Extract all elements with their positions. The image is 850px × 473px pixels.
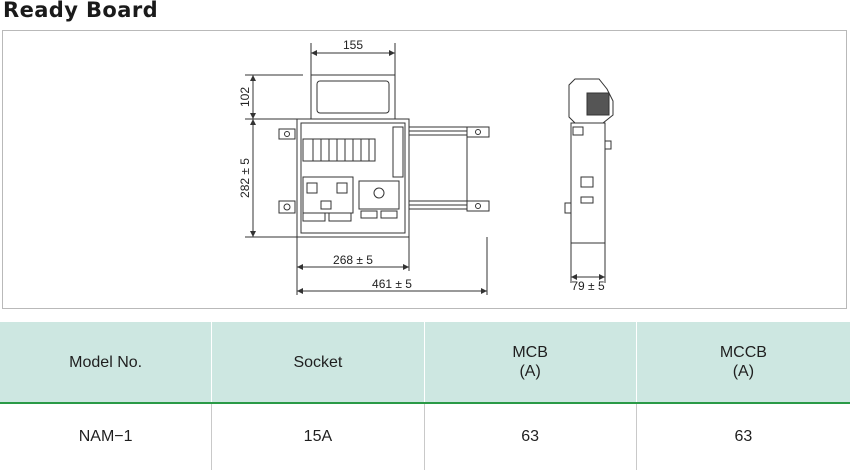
header-mccb-line1: MCCB [719,344,767,361]
header-mccb-line2: (A) [732,363,755,380]
cell-mccb: 63 [734,428,753,445]
header-mcb-line2: (A) [519,363,541,380]
page-title: Ready Board [3,0,159,22]
dim-arrows [250,50,605,294]
header-model: Model No. [0,322,213,403]
dim-label-upper-height: 102 [238,87,252,107]
socket-left [302,176,354,214]
header-socket: Socket [211,322,425,403]
table-header-row: Model No. Socket MCB (A) MCCB (A) [0,322,850,403]
drawing-svg: 155 102 282 ± 5 268 ± 5 461 ± 5 79 ± 5 [238,38,614,295]
dim-label-top: 155 [343,38,363,52]
table-row: NAM−1 15A 63 63 [0,403,850,470]
cell-model: NAM−1 [0,403,213,470]
breaker-row [302,138,376,162]
side-meter-housing [568,78,614,124]
dim-label-depth: 79 ± 5 [571,279,605,293]
socket-right [358,180,400,210]
meter-window [316,80,390,114]
bracket [278,200,296,214]
side-rail [392,126,404,178]
dim-label-inner-width: 268 ± 5 [333,253,373,267]
board-inner [300,122,406,234]
bracket [278,128,296,140]
side-body [570,122,606,244]
side-meter-detail [586,92,610,116]
cell-socket: 15A [211,403,425,470]
header-mcb: MCB (A) [424,322,637,403]
bracket [466,200,490,212]
dim-label-main-height: 282 ± 5 [238,158,252,198]
spec-table: Model No. Socket MCB (A) MCCB (A) NAM−1 … [0,322,850,470]
header-mccb: MCCB (A) [636,322,850,403]
bracket [466,126,490,138]
cell-mcb: 63 [424,403,637,470]
technical-drawing: 155 102 282 ± 5 268 ± 5 461 ± 5 79 ± 5 [2,30,847,309]
meter-box [310,74,396,120]
header-mcb-line1: MCB [512,344,548,361]
dim-label-total-width: 461 ± 5 [372,277,412,291]
